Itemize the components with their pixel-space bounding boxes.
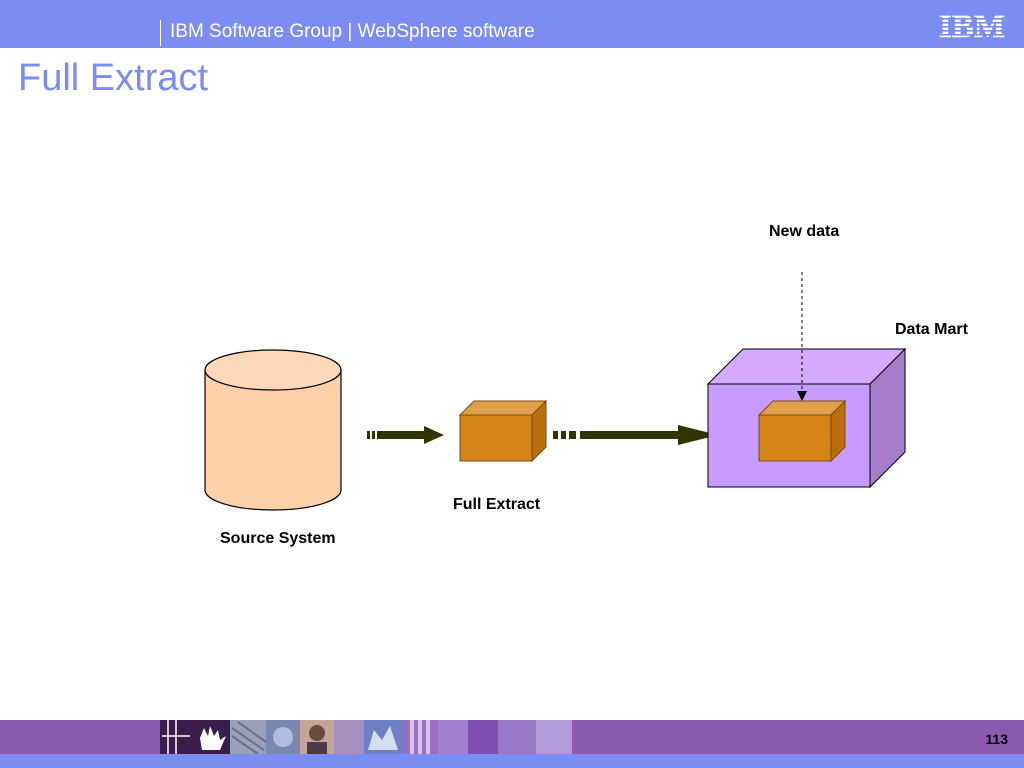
full-extract-label: Full Extract (453, 496, 541, 513)
footer-strip (0, 754, 1024, 768)
new-data-arrow (797, 272, 807, 401)
slide-title: Full Extract (18, 57, 209, 99)
ibm-logo: IBM (932, 9, 1012, 42)
hand-icon (162, 720, 226, 754)
footer-image-strip (160, 720, 572, 754)
source-system-label: Source System (220, 530, 336, 547)
header-divider (160, 20, 161, 46)
arrow-extract-to-datamart (553, 425, 718, 445)
new-data-label: New data (769, 223, 840, 240)
page-number: 113 (985, 731, 1008, 747)
full-extract-box (458, 399, 548, 463)
data-mart-label: Data Mart (895, 321, 968, 338)
new-data-box (757, 399, 847, 463)
source-system-cylinder (204, 349, 342, 511)
header-title: IBM Software Group | WebSphere software (170, 21, 535, 42)
arrow-source-to-extract (367, 426, 444, 444)
header-bar: IBM Software Group | WebSphere software … (0, 0, 1024, 48)
